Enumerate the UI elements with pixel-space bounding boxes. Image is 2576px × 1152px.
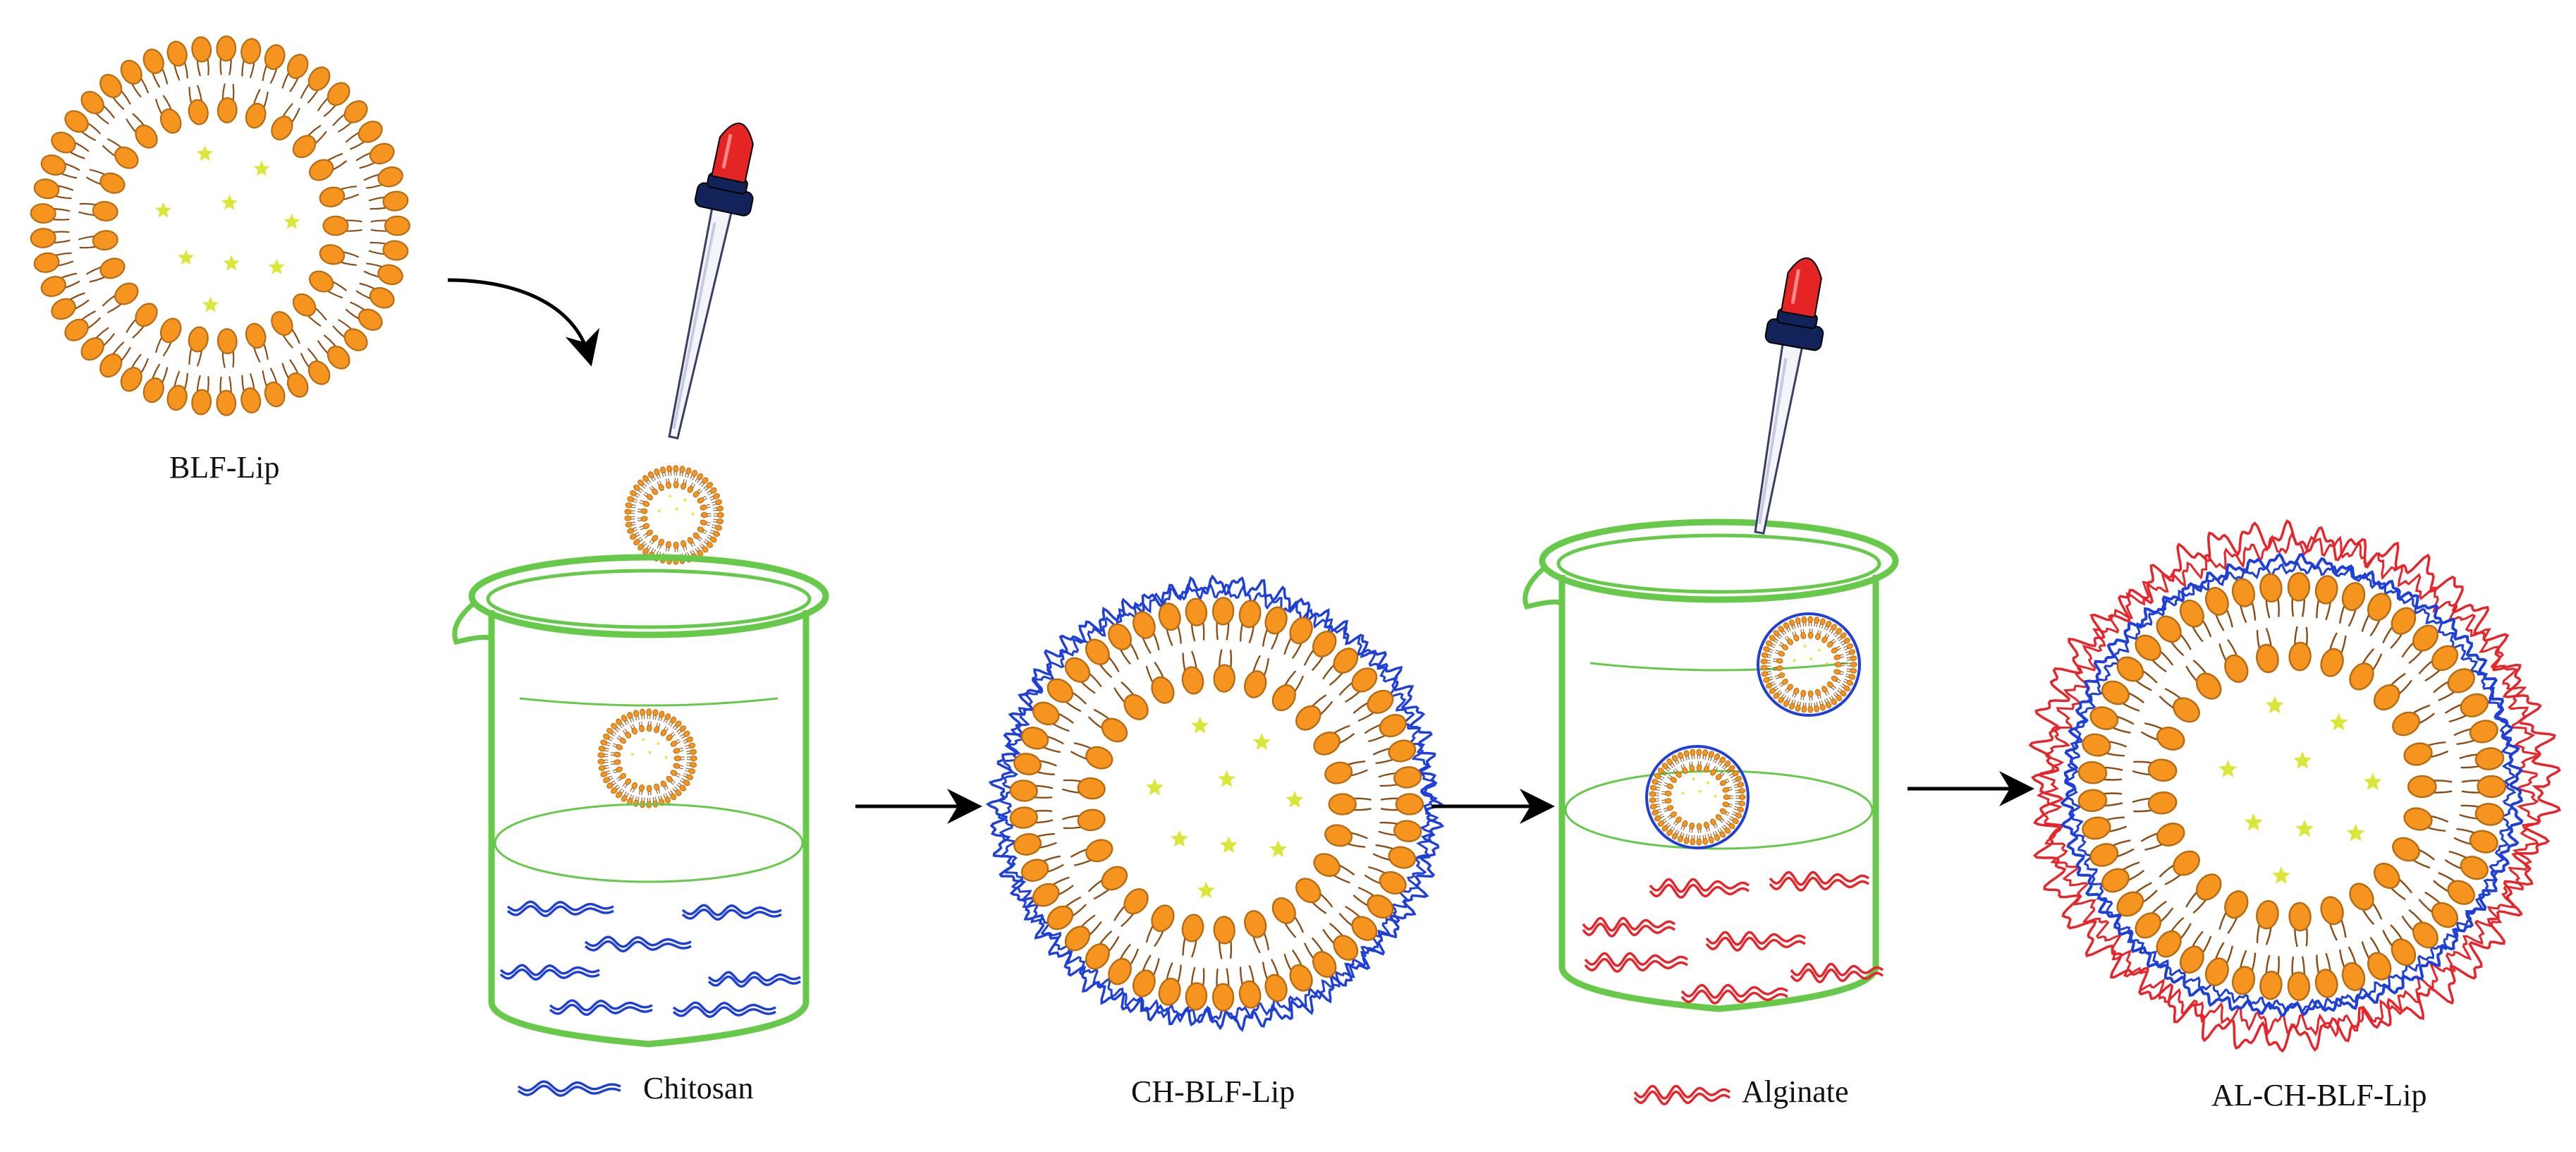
dropped-liposome-icon [624, 465, 724, 565]
blf-lip-label: BLF-Lip [169, 450, 280, 485]
alginate-strands [1582, 871, 1884, 1005]
dropper-2-icon [1754, 257, 1824, 535]
beaker2-coated-liposome-bottom-icon [1645, 745, 1750, 849]
chitosan-beaker-icon [452, 554, 829, 1048]
chitosan-legend-icon [518, 1080, 621, 1097]
dropper-1-icon [668, 122, 754, 440]
alginate-beaker-icon [1522, 519, 1899, 1012]
beaker2-coated-liposome-top-icon [1757, 612, 1861, 717]
chitosan-label: Chitosan [643, 1071, 754, 1105]
curved-arrow-icon [447, 278, 600, 367]
blf-lip-liposome-icon [30, 35, 410, 416]
ch-blf-lip-label: CH-BLF-Lip [1131, 1074, 1295, 1109]
beaker1-liposome-icon [597, 708, 697, 808]
alginate-legend-icon [1633, 1084, 1730, 1105]
alginate-label: Alginate [1742, 1074, 1849, 1109]
al-ch-blf-lip-liposome-icon [2028, 519, 2561, 1053]
al-ch-blf-lip-label: AL-CH-BLF-Lip [2211, 1078, 2427, 1112]
chitosan-strands [499, 900, 801, 1018]
ch-blf-lip-liposome-icon [985, 574, 1445, 1032]
